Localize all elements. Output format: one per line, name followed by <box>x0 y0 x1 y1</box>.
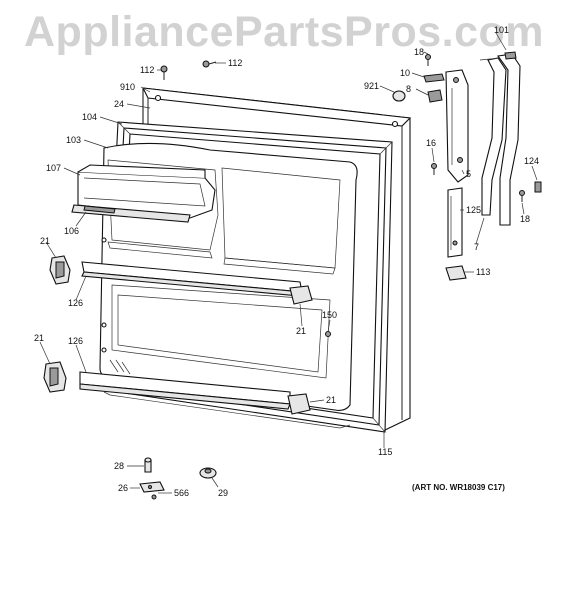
callout-910: 910 <box>120 82 135 92</box>
callout-18-side: 18 <box>520 214 530 224</box>
callout-150: 150 <box>322 310 337 320</box>
callout-112-left: 112 <box>140 65 154 75</box>
callout-106: 106 <box>64 226 79 236</box>
callout-26: 26 <box>118 483 128 493</box>
stop-block-113 <box>445 265 467 281</box>
hinge-bar-7 <box>479 57 507 216</box>
screw-566 <box>151 494 157 500</box>
callout-921: 921 <box>364 81 379 91</box>
callout-104: 104 <box>82 112 97 122</box>
screw-112-right <box>202 60 217 68</box>
hinge-bar-101 <box>497 51 521 226</box>
watermark: AppliancePartsPros.com <box>24 8 545 56</box>
screw-18-side <box>519 190 525 202</box>
shelf-end-cap-left-upper <box>49 255 71 285</box>
shelf-end-cap-right-upper <box>289 285 313 305</box>
leader-lines <box>39 32 538 494</box>
dairy-door <box>71 164 216 223</box>
callout-21-upper-right: 21 <box>296 326 306 336</box>
plug-124 <box>534 181 542 193</box>
callout-124: 124 <box>524 156 539 166</box>
callout-126-upper: 126 <box>68 298 83 308</box>
callout-16: 16 <box>426 138 436 148</box>
hinge-bar-5 <box>445 69 469 183</box>
callout-107: 107 <box>46 163 61 173</box>
callout-113: 113 <box>476 267 490 277</box>
callout-10: 10 <box>400 68 410 78</box>
callout-21-upper-left: 21 <box>40 236 50 246</box>
callout-28: 28 <box>114 461 124 471</box>
callout-29: 29 <box>218 488 228 498</box>
callout-18-top: 18 <box>414 47 424 57</box>
callout-labels: 18 101 112 112 10 910 921 8 24 104 103 1… <box>34 25 539 498</box>
hinge-plate-26 <box>139 481 165 493</box>
callout-7: 7 <box>474 242 479 252</box>
callout-125: 125 <box>466 205 481 215</box>
shelf-end-cap-right-lower <box>287 393 311 415</box>
callout-112-right: 112 <box>228 58 242 68</box>
callout-103: 103 <box>66 135 81 145</box>
grommet-29 <box>199 467 217 479</box>
screw-112-left <box>160 65 168 80</box>
cap-921 <box>392 90 406 102</box>
callout-101: 101 <box>494 25 509 35</box>
callout-21-lower-left: 21 <box>34 333 44 343</box>
art-number: (ART NO. WR18039 C17) <box>412 483 505 492</box>
callout-8: 8 <box>406 84 411 94</box>
shelf-end-cap-left-lower <box>43 361 67 393</box>
screw-150 <box>325 331 331 337</box>
callout-21-lower-right: 21 <box>326 395 336 405</box>
callout-24: 24 <box>114 99 124 109</box>
part-28 <box>144 457 152 473</box>
door-shelf-lower <box>79 371 291 410</box>
callout-126-lower: 126 <box>68 336 83 346</box>
hinge-bracket-10 <box>423 73 445 83</box>
bushing-8 <box>427 89 443 103</box>
screw-16 <box>431 163 437 175</box>
door-stop-125 <box>447 187 463 258</box>
callout-5: 5 <box>466 169 471 179</box>
callout-566: 566 <box>174 488 189 498</box>
callout-115: 115 <box>378 447 392 457</box>
screw-18-top <box>425 54 431 66</box>
